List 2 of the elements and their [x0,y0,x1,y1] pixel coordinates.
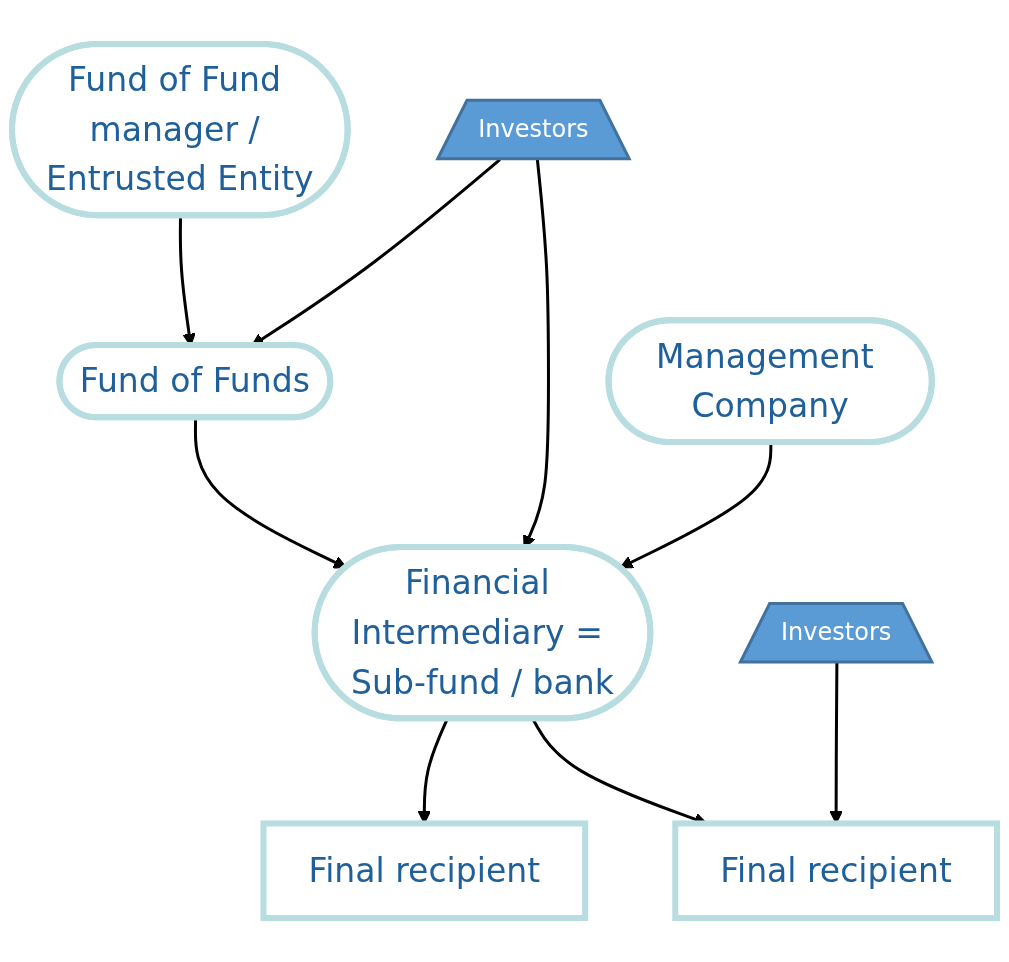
node-box: Final recipient [672,820,1000,922]
node-box: Final recipient [260,820,589,922]
